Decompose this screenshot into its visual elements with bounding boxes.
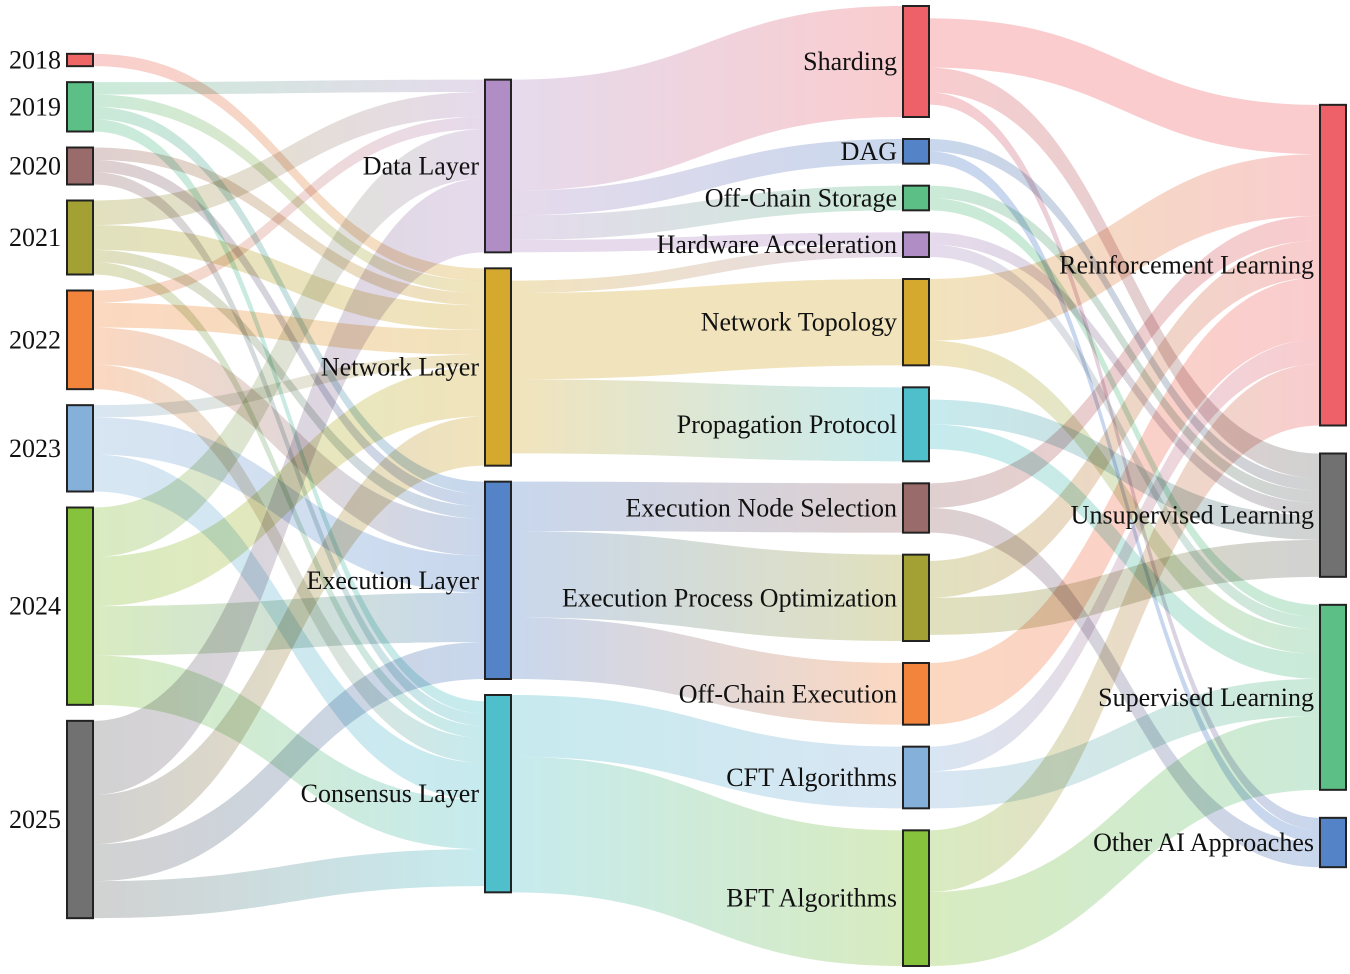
node-label-sl: Supervised Learning (1098, 683, 1314, 712)
node-y2025 (66, 719, 94, 920)
link-consensus-to-cft (511, 695, 903, 809)
link-data-to-offchain_storage (511, 185, 903, 240)
node-label-network: Network Layer (321, 353, 479, 382)
link-y2019-to-execution (93, 106, 485, 494)
node-label-offchain_storage: Off-Chain Storage (705, 184, 897, 213)
node-label-y2018: 2018 (9, 46, 61, 75)
link-offchain_storage-to-ul (929, 185, 1320, 503)
link-bft-to-rl (929, 363, 1320, 892)
node-label-exec_process: Execution Process Optimization (562, 583, 897, 612)
node-label-rl: Reinforcement Learning (1059, 251, 1314, 280)
link-data-to-hardware (511, 232, 903, 253)
node-sl (1319, 603, 1347, 791)
node-execution (484, 480, 512, 680)
link-y2025-to-execution (93, 642, 485, 882)
link-exec_node-to-rl (929, 215, 1320, 509)
node-label-y2020: 2020 (9, 152, 61, 181)
link-y2019-to-network (93, 94, 485, 293)
link-consensus-to-bft (511, 756, 903, 966)
link-y2022-to-data (93, 116, 485, 303)
node-rl (1319, 103, 1347, 427)
node-label-y2021: 2021 (9, 223, 61, 252)
link-exec_process-to-rl (929, 240, 1320, 598)
link-propagation-to-ul (929, 399, 1320, 540)
link-execution-to-offchain_exec (511, 617, 903, 725)
node-label-y2025: 2025 (9, 805, 61, 834)
link-y2019-to-data (93, 79, 485, 95)
node-label-cft: CFT Algorithms (726, 763, 897, 792)
node-y2018 (66, 52, 94, 68)
link-offchain_exec-to-rl (929, 277, 1320, 725)
link-network-to-hardware (511, 244, 903, 293)
node-label-ul: Unsupervised Learning (1071, 501, 1314, 530)
node-cft (902, 745, 930, 810)
node-label-data: Data Layer (363, 152, 480, 181)
links-layer (93, 6, 1320, 966)
link-network-to-propagation (511, 379, 903, 462)
node-y2024 (66, 506, 94, 706)
labels-layer: 2018 2019 2020 2021 2022 2023 2024 2025 Data Lay… (9, 46, 1314, 913)
node-offchain_storage (902, 184, 930, 212)
link-y2019-to-consensus (93, 119, 485, 714)
node-network (484, 267, 512, 467)
link-execution-to-exec_node (511, 481, 903, 533)
link-exec_node-to-other (929, 508, 1320, 868)
link-y2025-to-data (93, 178, 485, 795)
node-y2020 (66, 146, 94, 186)
node-sharding (902, 5, 930, 118)
node-label-y2019: 2019 (9, 92, 61, 121)
node-dag (902, 138, 930, 165)
node-exec_process (902, 553, 930, 643)
node-label-consensus: Consensus Layer (301, 779, 480, 808)
link-topology-to-rl (929, 154, 1320, 341)
link-cft-to-sl (929, 678, 1320, 809)
link-y2024-to-data (93, 129, 485, 557)
node-topology (902, 278, 930, 367)
node-label-y2024: 2024 (9, 592, 61, 621)
nodes-layer (66, 5, 1347, 967)
node-label-execution: Execution Layer (306, 566, 479, 595)
node-label-dag: DAG (841, 137, 897, 166)
node-label-propagation: Propagation Protocol (677, 410, 897, 439)
node-label-exec_node: Execution Node Selection (626, 494, 897, 523)
node-propagation (902, 386, 930, 463)
link-cft-to-rl (929, 339, 1320, 772)
link-exec_process-to-ul (929, 539, 1320, 635)
link-network-to-topology (511, 279, 903, 380)
link-execution-to-exec_process (511, 531, 903, 641)
node-label-bft: BFT Algorithms (726, 884, 897, 913)
link-y2023-to-network (93, 354, 485, 418)
node-bft (902, 829, 930, 967)
node-exec_node (902, 482, 930, 534)
node-y2023 (66, 404, 94, 493)
node-y2022 (66, 289, 94, 391)
node-y2019 (66, 81, 94, 133)
node-consensus (484, 694, 512, 894)
node-label-other: Other AI Approaches (1093, 828, 1314, 857)
link-sharding-to-rl (929, 18, 1320, 155)
node-hardware (902, 231, 930, 258)
link-dag-to-ul (929, 139, 1320, 491)
node-offchain_exec (902, 662, 930, 726)
link-y2025-to-consensus (93, 849, 485, 919)
node-y2021 (66, 199, 94, 276)
node-label-sharding: Sharding (803, 47, 897, 76)
link-y2025-to-network (93, 416, 485, 845)
node-label-y2022: 2022 (9, 325, 61, 354)
link-data-to-dag (511, 139, 903, 216)
link-y2020-to-network (93, 147, 485, 306)
node-data (484, 78, 512, 254)
node-label-y2023: 2023 (9, 434, 61, 463)
node-label-topology: Network Topology (701, 308, 897, 337)
link-y2022-to-consensus (93, 364, 485, 763)
link-data-to-sharding (511, 6, 903, 191)
node-label-offchain_exec: Off-Chain Execution (679, 679, 897, 708)
node-ul (1319, 452, 1347, 578)
link-bft-to-sl (929, 715, 1320, 966)
link-y2021-to-data (93, 92, 485, 226)
node-label-hardware: Hardware Acceleration (657, 230, 897, 259)
node-other (1319, 816, 1347, 869)
